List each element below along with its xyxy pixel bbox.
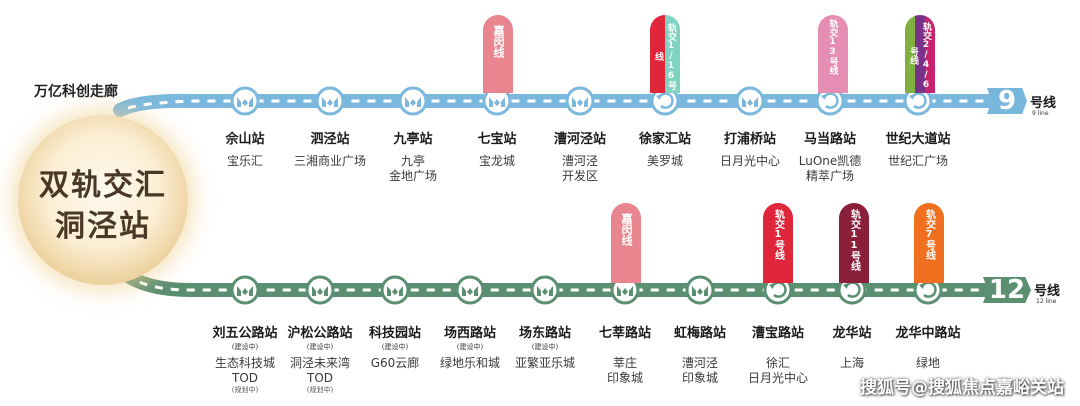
corridor-label: 万亿科创走廊: [34, 84, 118, 100]
hub-title-line2: 洞泾站: [55, 209, 151, 244]
line9-station-icon: [398, 86, 428, 116]
line9-station-icon: [815, 86, 845, 116]
line12-station-status: (建设中): [456, 343, 484, 351]
line12-station-landmark: 徐汇日月光中心: [747, 356, 809, 385]
line12-station-icon: [610, 275, 640, 305]
line9-station-landmark: 九亭金地广场: [388, 154, 438, 183]
line9-station-icon: [315, 86, 345, 116]
line12-station-name: 虹梅路站: [673, 326, 727, 341]
line12-station-name: 龙华站: [832, 326, 872, 341]
line9-pill-metro-13: 轨交13号线: [818, 15, 848, 93]
line9-station-landmark: 世纪汇广场: [887, 154, 949, 168]
line9-badge: 9: [987, 88, 1027, 114]
line12-label: 号线: [1034, 284, 1061, 299]
line12-station-name: 漕宝路站: [751, 326, 805, 341]
line12-pill-metro-7: 轨交7号线: [914, 203, 944, 283]
line9-station-name: 佘山站: [225, 132, 265, 147]
line9-station-name: 徐家汇站: [638, 132, 692, 147]
line12-pill-metro-1: 轨交1号线: [763, 203, 793, 283]
hub-title-line1: 双轨交汇: [39, 168, 167, 203]
line12-station-status: (建设中): [531, 343, 559, 351]
line9-station-name: 打浦桥站: [723, 132, 777, 147]
line12-station-icon: [380, 275, 410, 305]
line9-label: 号线: [1030, 96, 1057, 111]
line9-station-icon: [565, 86, 595, 116]
line12-station-status: (建设中): [306, 343, 334, 351]
line9-station-name: 漕河泾站: [553, 132, 607, 147]
line12-station-name: 沪松公路站(建设中): [287, 326, 353, 351]
line9-dash: [127, 99, 985, 110]
line12-station-icon: [230, 275, 260, 305]
line9-station-icon: [903, 86, 933, 116]
line12-station-landmark: 漕河泾印象城: [681, 356, 719, 385]
hub-circle: 双轨交汇 洞泾站: [18, 115, 188, 285]
line9-station-icon: [230, 86, 260, 116]
line9-station-name: 九亭站: [393, 132, 433, 147]
line12-station-icon: [455, 275, 485, 305]
line12-station-landmark: 绿地: [915, 356, 941, 370]
line12-pill-metro-11: 轨交11号线: [839, 203, 869, 283]
line12-sub: 12 line: [1036, 298, 1057, 305]
line9-track: [113, 93, 1007, 117]
line12-station-name: 场西路站(建设中): [443, 326, 497, 351]
watermark: 搜狐号@搜狐焦点嘉峪关站: [860, 378, 1064, 398]
line12-station-status: (建设中): [381, 343, 409, 351]
line12-station-landmark: 亚繁亚乐城: [514, 356, 576, 370]
line9-station-name: 泗泾站: [310, 132, 350, 147]
line9-station-landmark: 宝龙城: [478, 154, 516, 168]
line12-station-landmark: 绿地乐和城: [439, 356, 501, 370]
line12-station-name: 科技园站(建设中): [368, 326, 422, 351]
line9-station-landmark: 宝乐汇: [226, 154, 264, 168]
line9-station-landmark: 日月光中心: [719, 154, 781, 168]
line12-station-landmark: G60云廊: [370, 356, 420, 370]
line9-station-icon: [735, 86, 765, 116]
line12-station-name: 龙华中路站: [895, 326, 961, 341]
line12-station-name: 刘五公路站(建设中): [212, 326, 278, 351]
line9-pill-metro-2-4-6: 轨交2/4/6号线: [905, 15, 935, 93]
line12-station-landmark: 莘庄印象城: [606, 356, 644, 385]
line9-station-landmark: LuOne凯德精萃广场: [798, 154, 862, 183]
line9-station-landmark: 漕河泾开发区: [561, 154, 599, 183]
line9-station-name: 世纪大道站: [885, 132, 951, 147]
line9-pill-metro-1-16: 轨交1/16号线: [650, 15, 680, 93]
line12-station-status: (建设中): [231, 343, 259, 351]
line9-station-landmark: 三湘商业广场: [293, 154, 367, 168]
line12-station-icon: [530, 275, 560, 305]
line12-station-name: 场东路站(建设中): [518, 326, 572, 351]
line12-station-icon: [305, 275, 335, 305]
line9-station-icon: [650, 86, 680, 116]
line12-pill-jiamin: 嘉闵线: [611, 203, 641, 283]
line12-station-landmark: 上海: [839, 356, 865, 370]
line9-pill-jiamin: 嘉闵线: [483, 15, 513, 93]
line12-badge: 12: [983, 277, 1031, 303]
line9-station-landmark: 美罗城: [646, 154, 684, 168]
line12-station-name: 七莘路站: [598, 326, 652, 341]
line9-sub: 9 line: [1032, 110, 1049, 117]
line9-station-name: 马当路站: [803, 132, 857, 147]
line12-station-icon: [685, 275, 715, 305]
line9-station-name: 七宝站: [477, 132, 517, 147]
